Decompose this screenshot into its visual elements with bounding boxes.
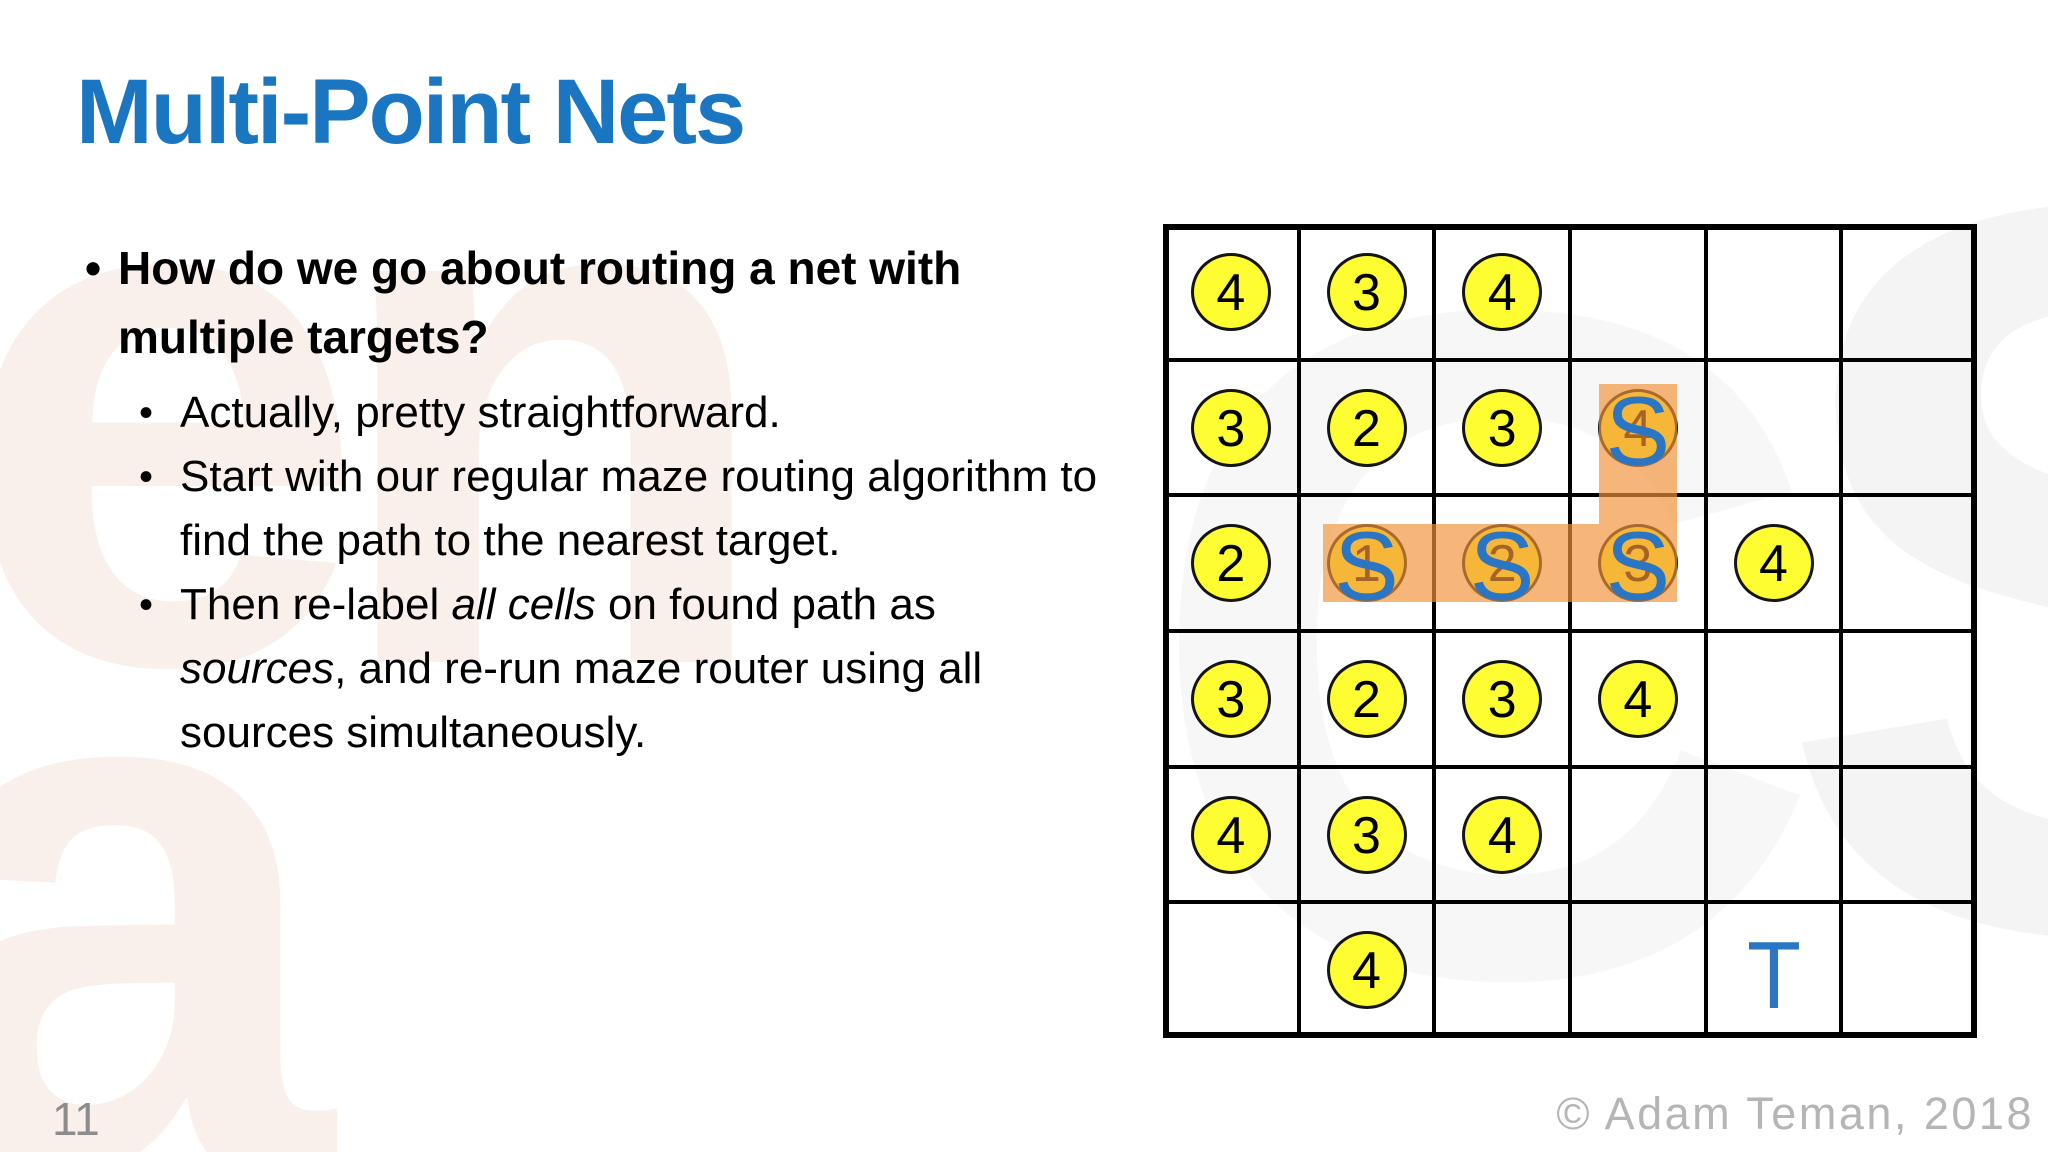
sub-bullet-3-italic: sources bbox=[180, 644, 335, 693]
source-label: S bbox=[1334, 511, 1399, 621]
bullet-list: • How do we go about routing a net with … bbox=[78, 234, 1168, 765]
grid-line-v bbox=[1971, 224, 1977, 1038]
target-label: T bbox=[1746, 922, 1801, 1030]
wave-label: 3 bbox=[1487, 670, 1517, 729]
bullet-marker: • bbox=[139, 455, 154, 499]
wave-label: 4 bbox=[1216, 806, 1246, 865]
bullet-main-text: How do we go about routing a net with mu… bbox=[118, 242, 962, 363]
wave-label: 4 bbox=[1487, 806, 1517, 865]
source-label: S bbox=[1469, 511, 1535, 621]
wave-cell: 3 bbox=[1190, 388, 1271, 467]
bullet-main: • How do we go about routing a net with … bbox=[78, 234, 1168, 372]
wave-cell: 4 bbox=[1733, 524, 1814, 603]
wave-label: 2 bbox=[1352, 399, 1381, 458]
grid-line-h bbox=[1163, 764, 1977, 769]
wave-cell: 3 bbox=[1326, 795, 1407, 874]
sub-bullet-1-text: Actually, pretty straightforward. bbox=[180, 388, 781, 437]
grid-line-v bbox=[1703, 224, 1708, 1038]
bullet-marker: • bbox=[139, 583, 154, 627]
wave-label: 4 bbox=[1487, 263, 1517, 322]
wave-cell: 4 bbox=[1462, 795, 1543, 874]
sub-bullet-3-italic: all cells bbox=[451, 580, 596, 629]
wave-label: 4 bbox=[1623, 670, 1653, 729]
path-highlight-horizontal bbox=[1322, 524, 1599, 603]
wave-cell: 2 bbox=[1326, 659, 1407, 738]
bullet-marker: • bbox=[139, 391, 154, 435]
wave-cell: 3 bbox=[1326, 252, 1407, 331]
wave-cell: 4 bbox=[1190, 252, 1271, 331]
wave-cell: 3 bbox=[1462, 388, 1543, 467]
sub-bullet-2-text: Start with our regular maze routing algo… bbox=[180, 452, 1098, 565]
wave-cell: 4 bbox=[1190, 795, 1271, 874]
path-highlight-vertical bbox=[1598, 383, 1677, 603]
grid-line-h bbox=[1163, 629, 1977, 633]
wave-label: 3 bbox=[1352, 806, 1381, 865]
wave-cell: 4 bbox=[1597, 659, 1678, 738]
wave-label: 3 bbox=[1216, 670, 1246, 729]
wave-label: 3 bbox=[1487, 399, 1517, 458]
wave-label: 4 bbox=[1216, 263, 1246, 322]
wave-cell: 3 bbox=[1190, 659, 1271, 738]
copyright: © Adam Teman, 2018 bbox=[1556, 1088, 2034, 1139]
wave-cell: 4 bbox=[1326, 931, 1407, 1010]
page-number: 11 bbox=[52, 1093, 100, 1145]
source-label: S bbox=[1605, 511, 1671, 621]
sub-bullet-1: • Actually, pretty straightforward. bbox=[78, 381, 1168, 445]
sub-bullet-3-part: , and re-run maze router using all sourc… bbox=[180, 644, 983, 757]
wave-cell: 2 bbox=[1190, 524, 1271, 603]
wave-label: 4 bbox=[1352, 942, 1381, 1001]
wave-label: 2 bbox=[1216, 535, 1246, 594]
sub-bullet-3-text: Then re-label all cells on found path as… bbox=[180, 573, 1110, 765]
wave-label: 4 bbox=[1759, 535, 1788, 594]
wave-cell: 3 bbox=[1462, 659, 1543, 738]
grid-line-v bbox=[1839, 224, 1844, 1038]
bullet-marker: • bbox=[85, 242, 102, 294]
grid-line-h bbox=[1163, 1032, 1977, 1038]
routing-grid: 4343234S21S2S3S432344344T bbox=[1163, 224, 1977, 1038]
grid-line-h bbox=[1163, 900, 1977, 905]
sub-bullet-list: • Actually, pretty straightforward. • St… bbox=[78, 381, 1168, 765]
wave-label: 3 bbox=[1216, 399, 1246, 458]
sub-bullet-3-part: on found path as bbox=[595, 580, 936, 629]
wave-label: 3 bbox=[1352, 263, 1381, 322]
wave-cell: 2 bbox=[1326, 388, 1407, 467]
sub-bullet-3: • Then re-label all cells on found path … bbox=[78, 573, 1168, 765]
sub-bullet-2: • Start with our regular maze routing al… bbox=[78, 445, 1168, 573]
wave-label: 2 bbox=[1352, 670, 1381, 729]
page-title: Multi-Point Nets bbox=[76, 61, 746, 163]
source-label: S bbox=[1605, 376, 1671, 485]
wave-cell: 4 bbox=[1462, 252, 1543, 331]
sub-bullet-3-part: Then re-label bbox=[180, 580, 452, 629]
